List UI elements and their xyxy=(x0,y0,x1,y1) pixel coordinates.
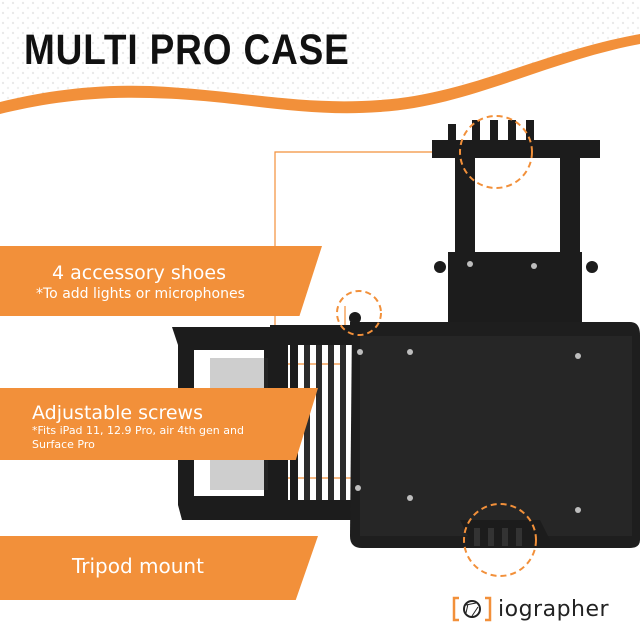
aperture-bracket-icon xyxy=(452,596,492,622)
feature-label: Adjustable screws xyxy=(32,402,203,424)
feature-label: 4 accessory shoes xyxy=(52,262,227,284)
brand-logo: iographer xyxy=(452,596,609,622)
feature-banner-tripod-mount: Tripod mount xyxy=(0,536,318,600)
feature-banner-adjustable-screws: Adjustable screws *Fits iPad 11, 12.9 Pr… xyxy=(0,388,318,460)
header-swoosh xyxy=(0,34,640,114)
page-title: MULTI PRO CASE xyxy=(24,26,350,74)
feature-banner-accessory-shoes: 4 accessory shoes *To add lights or micr… xyxy=(0,246,322,316)
brand-name: iographer xyxy=(498,596,610,622)
highlight-circles xyxy=(336,115,537,577)
feature-note: *Fits iPad 11, 12.9 Pro, air 4th gen and… xyxy=(32,424,244,451)
feature-label: Tripod mount xyxy=(72,554,204,578)
tripod-mount xyxy=(460,520,550,546)
case-back-plate xyxy=(349,261,640,548)
top-rails xyxy=(432,120,600,332)
feature-note: *To add lights or microphones xyxy=(36,286,245,302)
header-texture xyxy=(0,0,640,110)
